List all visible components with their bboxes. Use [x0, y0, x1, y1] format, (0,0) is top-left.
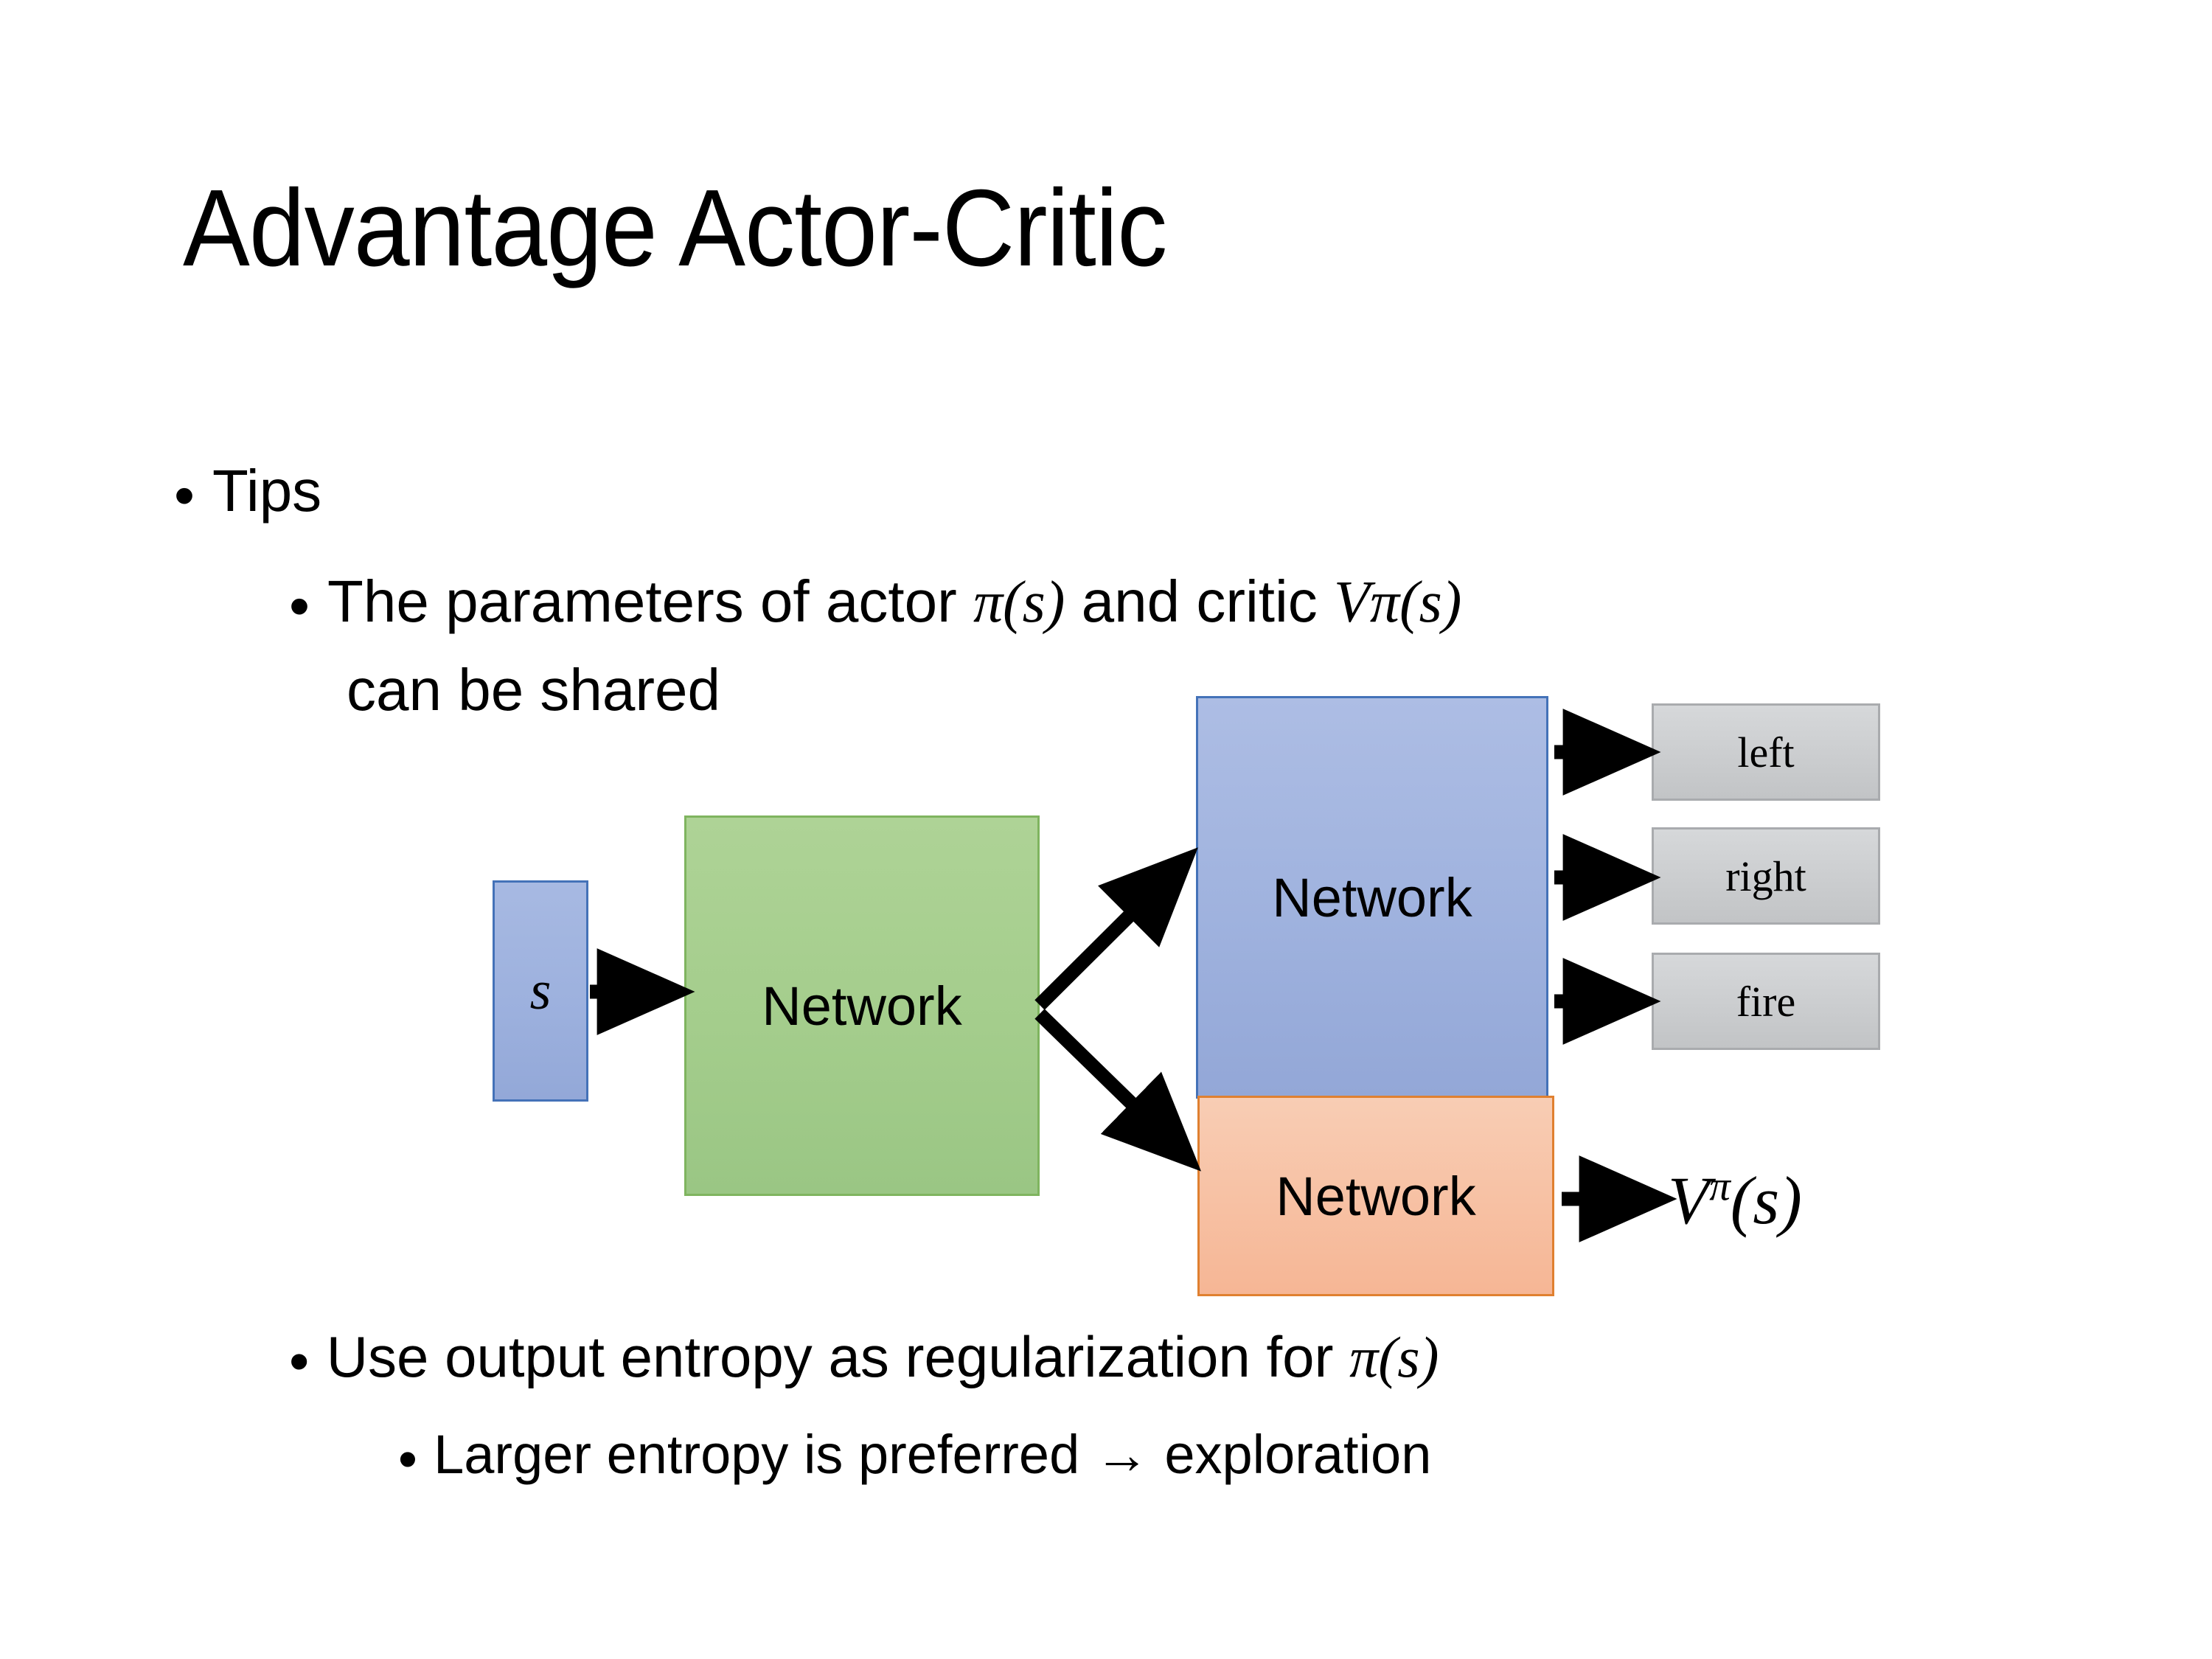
- diagram-actor-network-box: Network: [1196, 696, 1548, 1099]
- bullet-shared-params-continuation: can be shared: [347, 657, 721, 723]
- bullet-shared-params-line2: can be shared: [347, 656, 720, 724]
- diagram-action-output-fire: fire: [1652, 953, 1880, 1050]
- actor-network-label: Network: [1272, 866, 1472, 928]
- shared-network-label: Network: [762, 975, 962, 1037]
- bullet-tips-label: Tips: [212, 458, 322, 524]
- math-pi-of-s: π(s): [973, 570, 1065, 635]
- page-title: Advantage Actor-Critic: [183, 167, 1167, 289]
- diagram-input-state-box: s: [493, 880, 588, 1102]
- math-v-pi-base: V: [1334, 570, 1370, 635]
- arrow-shared-to-actor-network: [1034, 847, 1198, 1010]
- math-pi-of-s: π(s): [1349, 1325, 1439, 1389]
- action-label-fire: fire: [1736, 977, 1796, 1026]
- diagram-action-output-right: right: [1652, 827, 1880, 925]
- critic-network-label: Network: [1276, 1165, 1476, 1227]
- diagram-critic-output-label: Vπ(s): [1668, 1161, 1802, 1239]
- bullet-marker-icon: [289, 572, 310, 640]
- bullet-entropy-regularization: Use output entropy as regularization for…: [289, 1324, 1439, 1395]
- math-v-pi-argument: (s): [1399, 570, 1462, 635]
- action-label-right: right: [1725, 852, 1806, 900]
- math-v-pi-superscript: π: [1369, 570, 1399, 635]
- bullet-marker-icon: [289, 1328, 309, 1395]
- diagram-shared-network-box: Network: [684, 815, 1040, 1196]
- diagram-critic-network-box: Network: [1197, 1096, 1554, 1296]
- bullet-shared-params-line1: The parameters of actor π(s) and critic …: [289, 568, 1461, 640]
- bullet-marker-icon: [398, 1427, 417, 1490]
- diagram-action-output-left: left: [1652, 703, 1880, 801]
- critic-output-superscript: π: [1709, 1163, 1731, 1210]
- bullet-larger-entropy: Larger entropy is preferred → exploratio…: [398, 1423, 1431, 1490]
- bullet-shared-params-middle: and critic: [1065, 568, 1335, 634]
- action-label-left: left: [1737, 728, 1795, 776]
- bullet-larger-entropy-label: Larger entropy is preferred → exploratio…: [434, 1424, 1432, 1485]
- arrow-shared-to-critic-network: [1034, 1009, 1202, 1172]
- bullet-entropy-prefix: Use output entropy as regularization for: [326, 1324, 1350, 1389]
- bullet-shared-params-prefix: The parameters of actor: [327, 568, 973, 634]
- critic-output-base: V: [1668, 1163, 1710, 1238]
- bullet-tips: Tips: [174, 457, 321, 529]
- critic-output-argument: (s): [1730, 1163, 1802, 1238]
- bullet-marker-icon: [174, 462, 195, 529]
- input-state-label: s: [529, 960, 552, 1021]
